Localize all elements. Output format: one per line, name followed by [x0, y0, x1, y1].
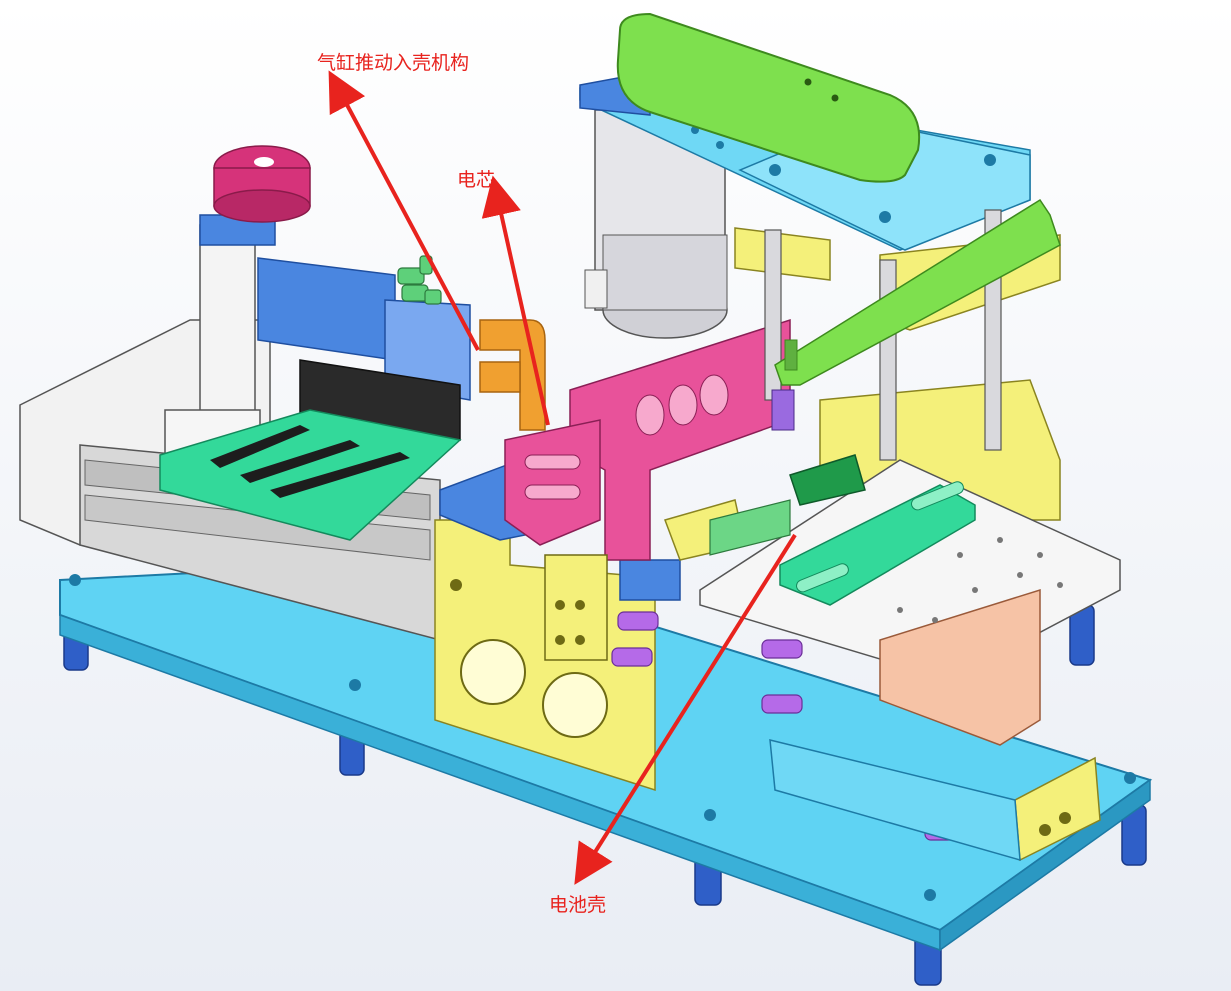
teal-slide-plate — [159, 409, 462, 541]
arrow-cylinder-mechanism — [328, 70, 480, 351]
blue-slide-arm — [257, 257, 471, 401]
label-battery-case: 电池壳 — [549, 894, 607, 916]
arrow-cell — [481, 175, 550, 426]
green-lever-arm — [771, 198, 1061, 431]
arrow-battery-case — [574, 533, 797, 885]
orange-bracket — [479, 319, 546, 431]
pink-frame — [504, 318, 791, 561]
callout-arrows — [328, 70, 797, 885]
small-yellow-cylinder — [544, 554, 608, 661]
green-clamp-block — [664, 454, 866, 561]
pneumatic-fittings-top — [397, 255, 442, 305]
label-cylinder-push-mechanism: 气缸推动入壳机构 — [317, 52, 470, 74]
green-belt-cover — [616, 12, 921, 183]
teal-pusher — [779, 481, 976, 606]
lower-yellow-block — [769, 739, 1101, 862]
label-cell: 电芯 — [457, 169, 496, 191]
white-fixture-plate — [699, 459, 1121, 746]
support-legs — [63, 604, 1147, 986]
